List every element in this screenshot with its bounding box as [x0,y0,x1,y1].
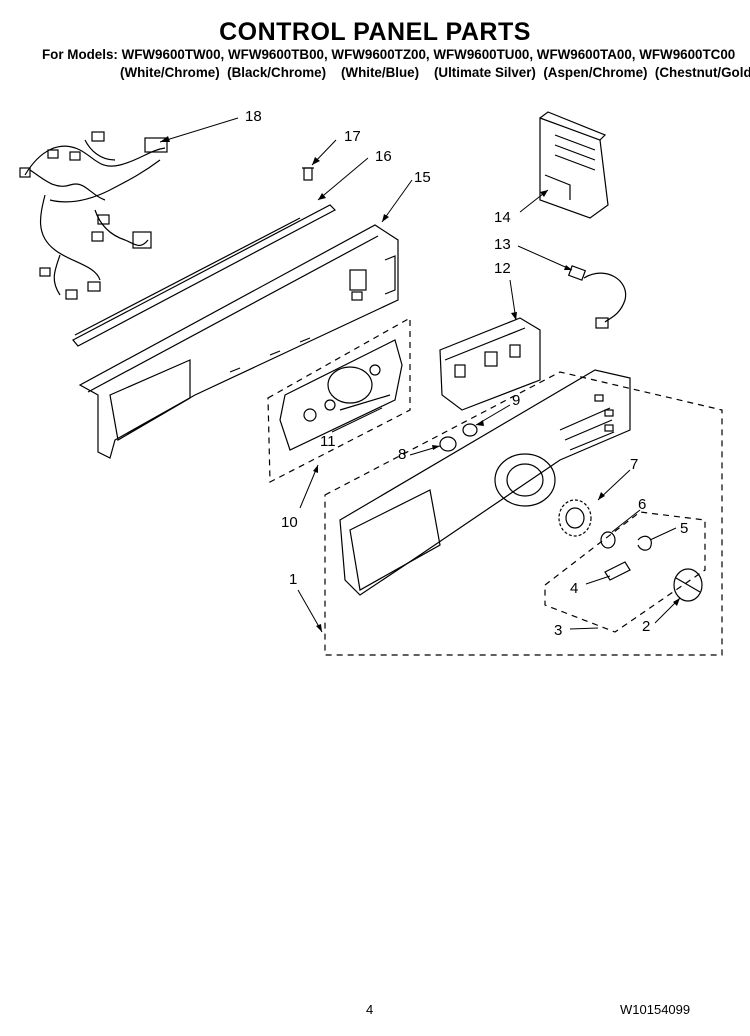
callout-7: 7 [630,456,638,473]
trim-strip-part [72,204,336,347]
callout-10: 10 [281,514,298,531]
callout-5: 5 [680,520,688,537]
shaft-part [604,561,631,581]
callout-9: 9 [512,392,520,409]
callout-14: 14 [494,209,511,226]
interface-cable-part [567,265,627,329]
callout-17: 17 [344,128,361,145]
console-housing-part [339,369,631,596]
document-id: W10154099 [620,1002,691,1017]
clip-part [637,535,652,551]
group-1-outline [324,371,723,656]
callout-8: 8 [398,446,406,463]
console-frame-part [78,224,399,459]
callout-3: 3 [554,622,562,639]
callout-6: 6 [638,496,646,513]
callout-1: 1 [289,571,297,588]
encoder-plate-part [279,339,403,451]
screw-part [302,167,314,181]
gear-part [558,499,592,537]
part-8-shape [439,436,457,452]
part-9-shape [462,423,478,437]
callout-13: 13 [494,236,511,253]
callout-15: 15 [414,169,431,186]
callout-18: 18 [245,108,262,125]
callout-2: 2 [642,618,650,635]
callout-16: 16 [375,148,392,165]
bushing-part [600,531,616,549]
colors-line: (White/Chrome) (Black/Chrome) (White/Blu… [120,65,750,80]
callout-12: 12 [494,260,511,277]
control-module-part [539,111,609,219]
group-3-outline [544,511,706,633]
page-title: CONTROL PANEL PARTS [219,18,531,46]
knob-part [673,568,703,602]
group-10-outline [267,316,411,483]
callout-4: 4 [570,580,578,597]
user-interface-board-part [439,317,541,411]
page-number: 4 [366,1002,374,1017]
wire-harness-part [19,131,168,300]
models-line: For Models: WFW9600TW00, WFW9600TB00, WF… [42,47,736,62]
callout-11: 11 [320,433,336,450]
